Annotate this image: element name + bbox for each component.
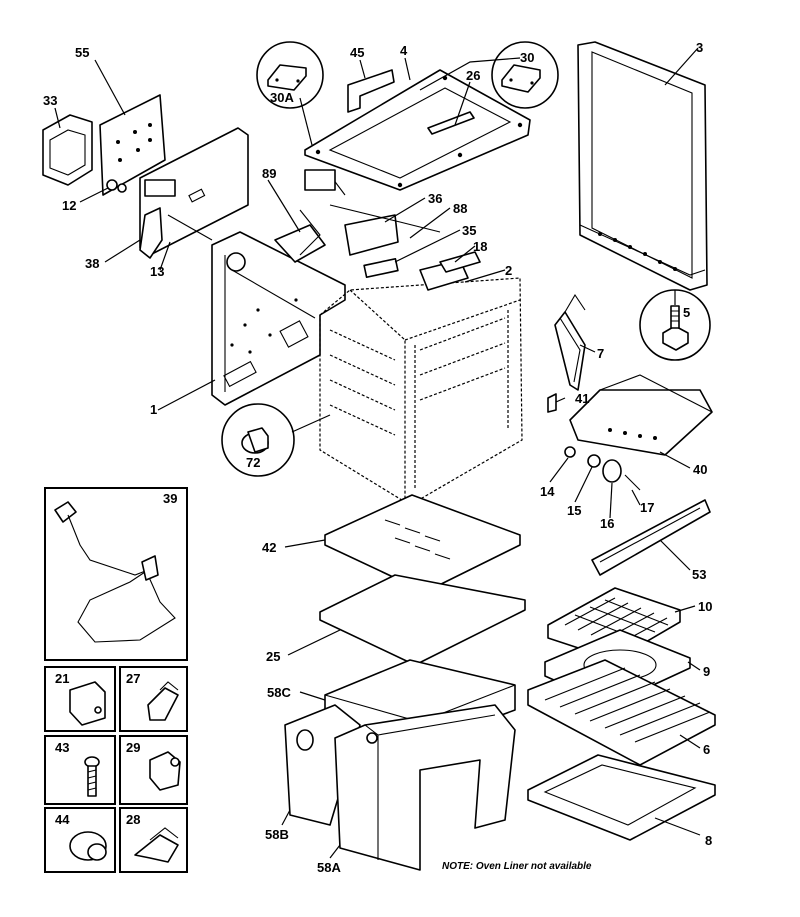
- clip-21: [69, 681, 106, 726]
- detail-circle-30A: [256, 41, 324, 109]
- clip-29: [149, 751, 181, 791]
- callout-8: 8: [705, 833, 712, 848]
- callout-89: 89: [262, 166, 276, 181]
- bracket-27: [147, 681, 179, 721]
- callout-45: 45: [350, 45, 364, 60]
- insulation-58A: [334, 704, 516, 871]
- screw-43: [84, 756, 100, 797]
- callout-9: 9: [703, 664, 710, 679]
- callout-58A: 58A: [317, 860, 341, 875]
- inset-box-28: [119, 807, 188, 873]
- callout-1: 1: [150, 402, 157, 417]
- callout-38: 38: [85, 256, 99, 271]
- callout-29: 29: [126, 740, 140, 755]
- callout-4: 4: [400, 43, 408, 58]
- detail-circle-72: [221, 403, 295, 477]
- callout-36: 36: [428, 191, 442, 206]
- control-bracket-55: [99, 94, 166, 196]
- callout-26: 26: [466, 68, 480, 83]
- grommet-44: [69, 831, 107, 861]
- bracket-26: [427, 111, 475, 135]
- callout-labels: 55 33 12 13 38 89 45 4 30A 26 30 3 36 88…: [43, 40, 712, 875]
- callout-13: 13: [150, 264, 164, 279]
- knobs-14-15-16-17: [564, 446, 641, 491]
- note-oven-liner: NOTE: Oven Liner not available: [442, 861, 592, 872]
- callout-55: 55: [75, 45, 89, 60]
- callout-21: 21: [55, 671, 69, 686]
- bracket-45: [347, 69, 395, 113]
- callout-72: 72: [246, 455, 260, 470]
- callout-25: 25: [266, 649, 280, 664]
- callout-10: 10: [698, 599, 712, 614]
- callout-35: 35: [462, 223, 476, 238]
- callout-14: 14: [540, 484, 555, 499]
- inset-box-43: [44, 735, 116, 805]
- bracket-33: [42, 114, 93, 186]
- callout-18: 18: [473, 239, 487, 254]
- callout-5: 5: [683, 305, 690, 320]
- oven-body: [319, 277, 523, 506]
- panel-42: [324, 494, 521, 593]
- callout-88: 88: [453, 201, 467, 216]
- callout-39: 39: [163, 491, 177, 506]
- callout-2: 2: [505, 263, 512, 278]
- side-panel-1: [211, 231, 346, 406]
- top-frame-4: [304, 69, 531, 191]
- element-7: [554, 293, 586, 391]
- panel-40: [569, 374, 713, 456]
- small-parts-12-13-38: [106, 179, 213, 259]
- callout-15: 15: [567, 503, 581, 518]
- drip-pan-8: [527, 754, 716, 841]
- wiring-assembly: [274, 169, 481, 291]
- callout-12: 12: [62, 198, 76, 213]
- callout-42: 42: [262, 540, 276, 555]
- broil-grid-10: [547, 587, 681, 661]
- callout-58C: 58C: [267, 685, 291, 700]
- detail-circle-5: [639, 289, 711, 361]
- callout-53: 53: [692, 567, 706, 582]
- callout-17: 17: [640, 500, 654, 515]
- clip-28: [134, 827, 179, 863]
- callout-43: 43: [55, 740, 69, 755]
- callout-16: 16: [600, 516, 614, 531]
- callout-41: 41: [575, 391, 589, 406]
- small-part-41: [547, 393, 557, 413]
- callout-3: 3: [696, 40, 703, 55]
- callout-30: 30: [520, 50, 534, 65]
- callout-58B: 58B: [265, 827, 289, 842]
- callout-44: 44: [55, 812, 70, 827]
- oven-rack-6: [527, 659, 716, 766]
- callout-40: 40: [693, 462, 707, 477]
- callout-7: 7: [597, 346, 604, 361]
- oven-door-3: [577, 41, 708, 291]
- callout-30A: 30A: [270, 90, 294, 105]
- trim-53: [591, 499, 711, 576]
- power-cord-39: [54, 501, 176, 643]
- callout-6: 6: [703, 742, 710, 757]
- leader-lines: [54, 47, 701, 859]
- callout-27: 27: [126, 671, 140, 686]
- panel-25: [319, 574, 526, 666]
- callout-28: 28: [126, 812, 140, 827]
- callout-33: 33: [43, 93, 57, 108]
